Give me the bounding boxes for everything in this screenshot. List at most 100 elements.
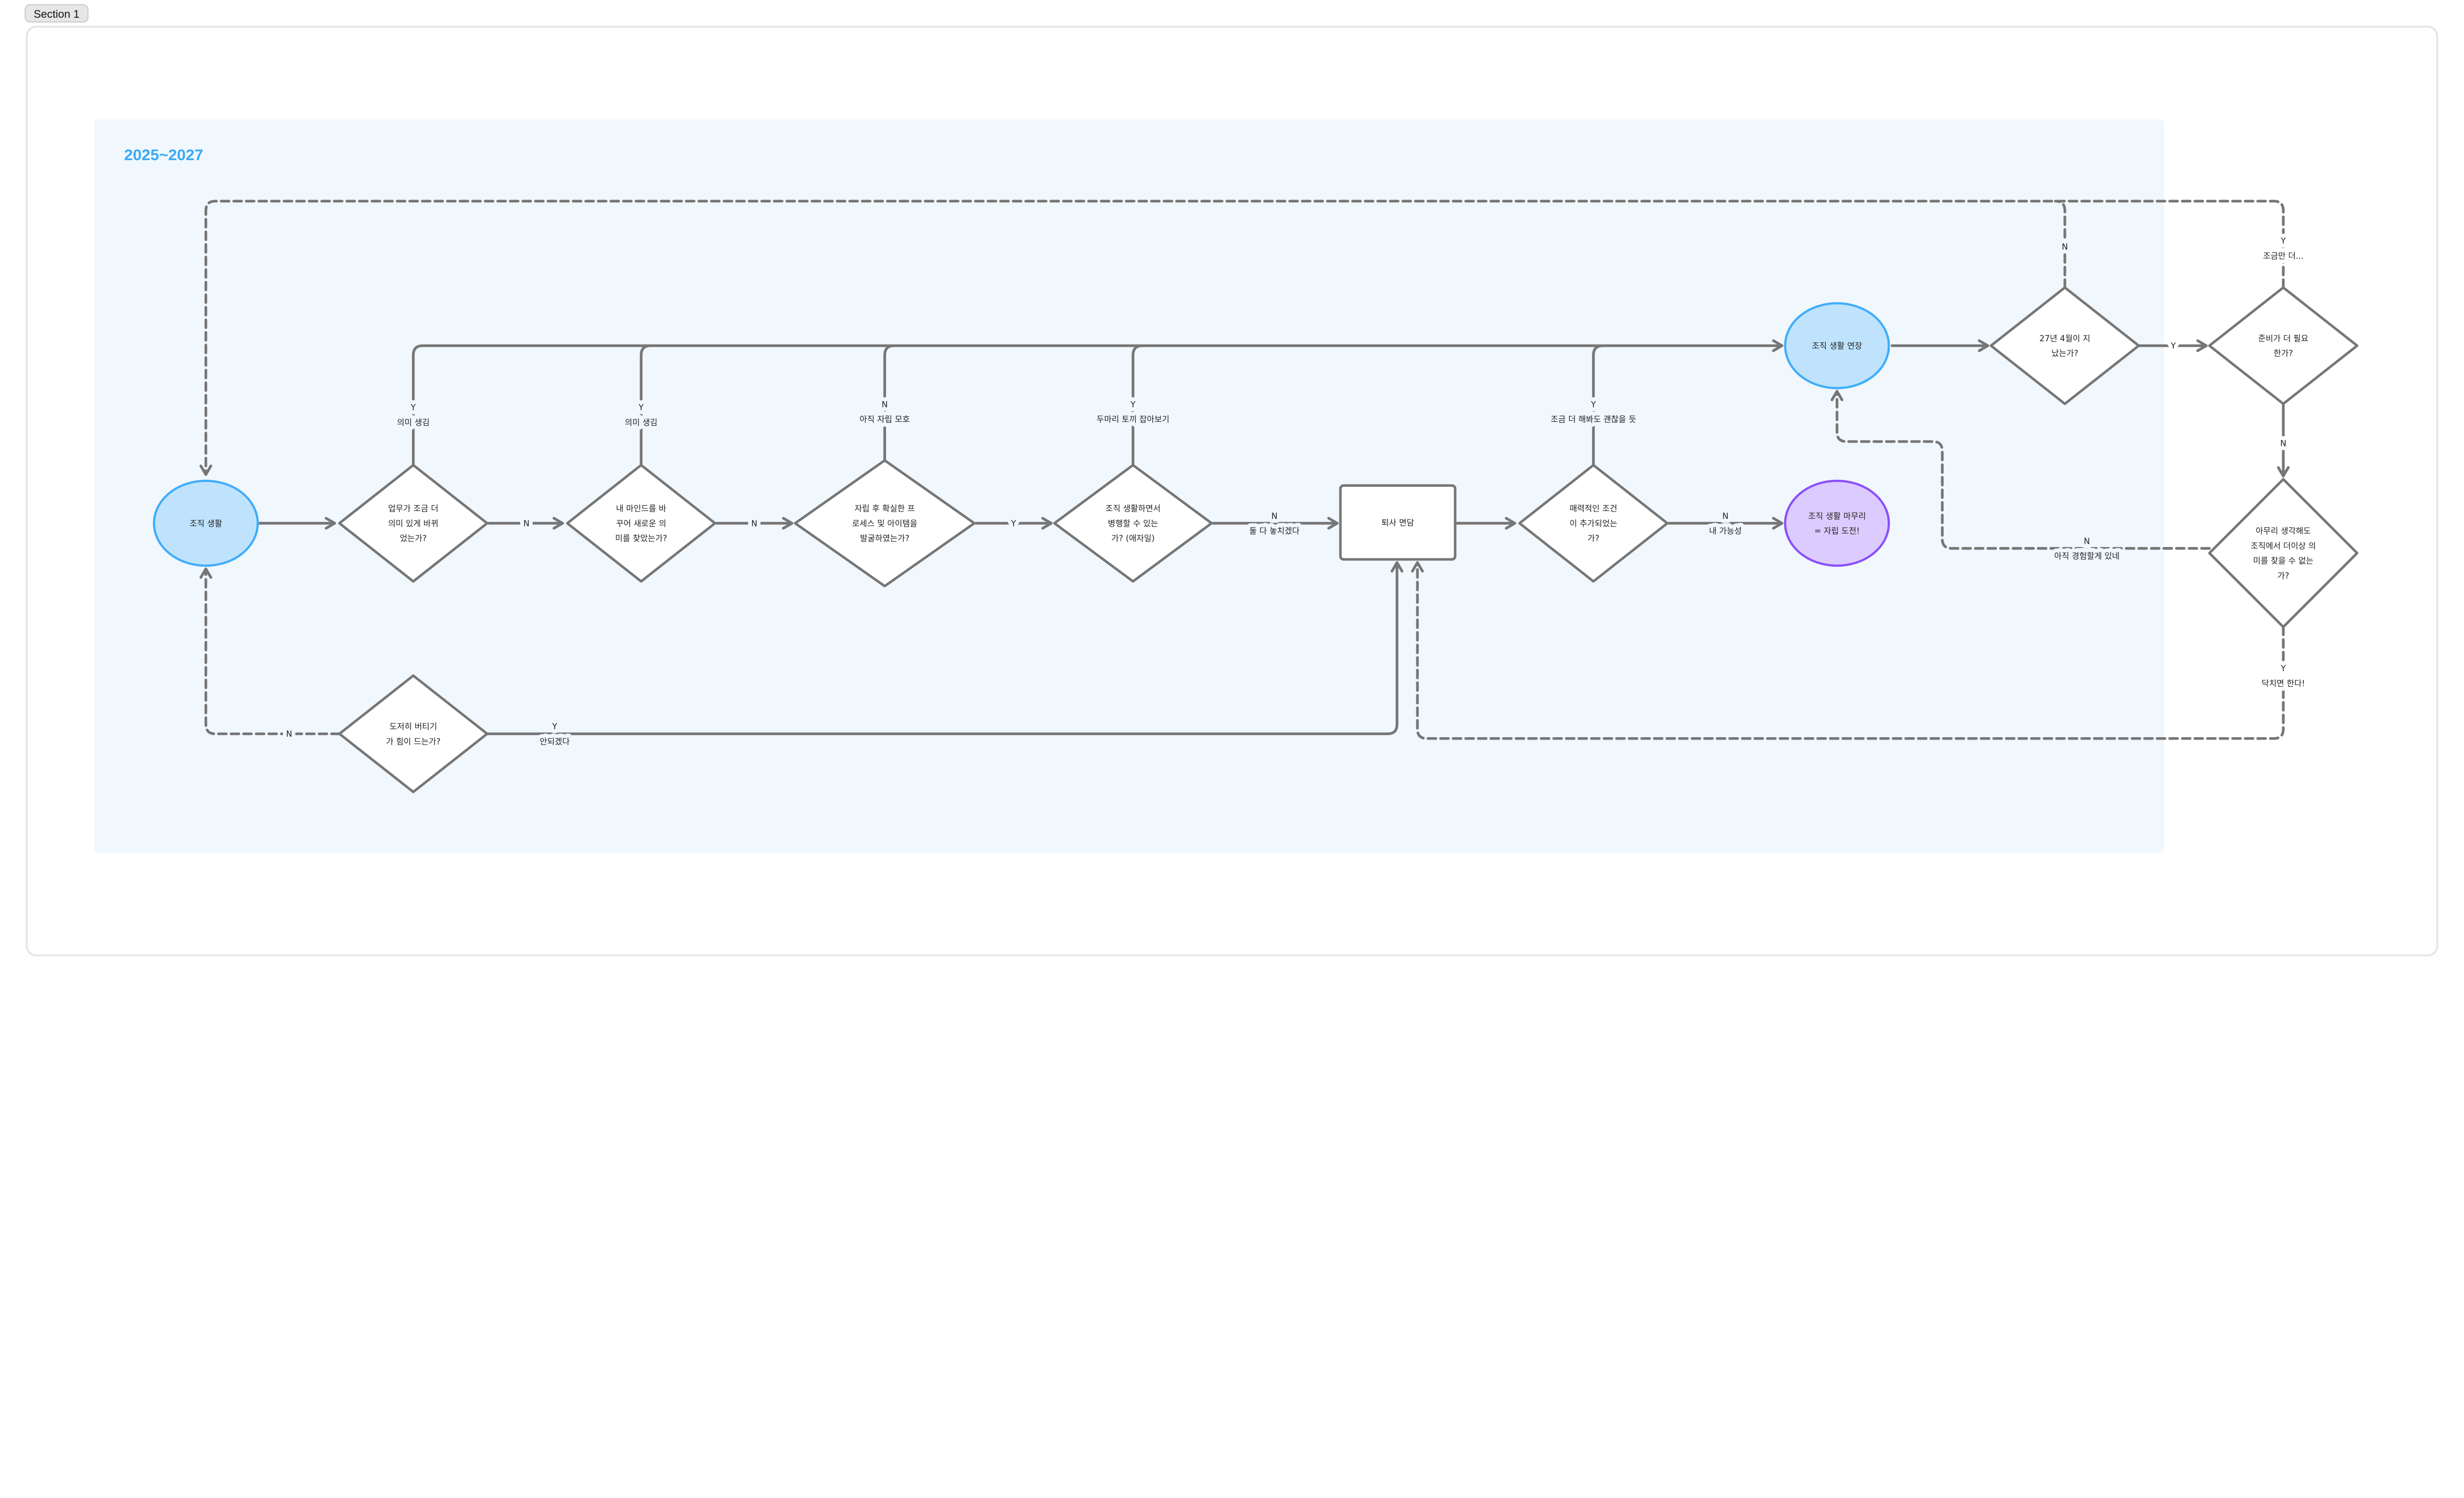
edge-label-d7-d8: N: [2280, 439, 2286, 448]
terminal-shape: [1784, 479, 1890, 567]
node-label-line: 미를 찾았는가?: [615, 534, 667, 543]
node-label-line: 었는가?: [400, 534, 427, 543]
node-label-line: 아무리 생각해도: [2256, 526, 2311, 536]
edge-label-line: Y: [1011, 519, 1017, 528]
arrowhead-icon: [2277, 466, 2290, 477]
node-label-line: 발굴하였는가?: [860, 534, 909, 543]
node-label: 조직 생활 마무리= 자립 도전!: [1808, 511, 1866, 536]
section-tag-label: Section 1: [34, 8, 79, 20]
node-label: 조직 생활 연장: [1812, 341, 1862, 351]
decision-shape: [2208, 286, 2359, 406]
edge-label-d6-start: N: [2062, 242, 2068, 252]
edge-label-d3-d4: Y: [1011, 519, 1017, 528]
edge-label-d6-d7: Y: [2170, 341, 2176, 351]
node-label-line: 꾸어 새로운 의: [616, 519, 666, 528]
edge-d9-start: [205, 569, 341, 735]
node-label-line: 한가?: [2274, 349, 2293, 358]
node-resign[interactable]: 퇴사 면담: [1339, 484, 1457, 561]
edge-to-extend: [1131, 344, 1144, 467]
edge-d1-extend: [411, 344, 1783, 467]
node-label-line: 내 마인드를 바: [616, 504, 666, 513]
edge-to-extend: [640, 344, 652, 467]
decision-shape: [2208, 478, 2359, 628]
arrowhead-icon: [199, 464, 212, 476]
node-label-line: 가?: [1587, 534, 1599, 543]
arrowhead-icon: [1411, 561, 1424, 573]
terminal-shape: [153, 479, 259, 567]
node-start[interactable]: 조직 생활: [153, 479, 259, 567]
node-label-line: 로세스 및 아이템을: [852, 519, 918, 528]
node-label-line: 자립 후 확실한 프: [855, 504, 915, 513]
edge-d8-resign: [1416, 563, 2285, 740]
edge-label-line: 내 가능성: [1709, 526, 1742, 536]
node-label-line: 27년 4월이 지: [2039, 334, 2090, 343]
edge-to-extend: [1592, 344, 1605, 467]
edge-d7-start: [205, 200, 2285, 476]
edge-label-line: Y: [411, 403, 416, 412]
section-tag[interactable]: Section 1: [25, 4, 89, 23]
edge-label-line: 아직 경험할게 있네: [2054, 551, 2120, 561]
node-label-line: 병행할 수 있는: [1108, 519, 1158, 528]
arrowhead-icon: [552, 516, 564, 530]
node-label-line: 조직 생활 연장: [1812, 341, 1862, 351]
edge-d9-resign: [485, 563, 1399, 735]
edge-label-d1-d2: N: [523, 519, 529, 528]
node-label-line: 미를 찾을 수 없는: [2253, 556, 2314, 566]
edge-label-line: N: [286, 729, 292, 739]
node-label-line: 매력적인 조건: [1570, 504, 1617, 513]
node-label-line: 조직에서 더이상 의: [2251, 541, 2316, 550]
node-label-line: 조직 생활 마무리: [1808, 511, 1866, 521]
node-finish[interactable]: 조직 생활 마무리= 자립 도전!: [1784, 479, 1890, 567]
edge-label-line: Y: [1590, 400, 1596, 409]
node-label-line: 준비가 더 필요: [2258, 334, 2308, 343]
edge-label-line: 조금만 더...: [2263, 251, 2303, 261]
edge-label-line: N: [1271, 511, 1277, 521]
edge-label-line: Y: [552, 722, 558, 731]
edge-label-line: 의미 생김: [625, 418, 657, 427]
decision-shape: [338, 674, 489, 793]
edge-label-line: Y: [2280, 664, 2286, 673]
node-label-line: 났는가?: [2052, 349, 2079, 358]
edge-label-line: 닥치면 한다!: [2261, 679, 2305, 688]
arrowhead-icon: [1978, 339, 1989, 352]
arrowhead-icon: [1390, 561, 1403, 573]
edge-label-d2-d3: N: [751, 519, 757, 528]
edge-label-d9-start: N: [286, 729, 292, 739]
edge-d8-extend: [1835, 391, 2211, 550]
node-label-line: 이 추가되었는: [1570, 519, 1617, 528]
arrowhead-icon: [199, 567, 212, 579]
node-label-line: 업무가 조금 더: [388, 504, 439, 513]
node-label-line: 퇴사 면담: [1381, 518, 1414, 527]
node-label: 조직 생활: [190, 519, 222, 528]
node-label-line: 의미 있게 바뀌: [388, 519, 439, 528]
arrowhead-icon: [1772, 516, 1783, 530]
node-label-line: 가? (애자일): [1111, 534, 1155, 543]
arrowhead-icon: [1830, 390, 1844, 402]
node-label-line: 도저히 버티기: [389, 722, 437, 731]
terminal-shape: [1784, 302, 1890, 389]
process-shape: [1339, 484, 1457, 561]
edge-label-line: N: [2084, 537, 2089, 546]
node-label-line: 조직 생활: [190, 519, 222, 528]
edge-label-line: 조금 더 해봐도 괜찮을 듯: [1551, 415, 1637, 424]
edge-label-line: 두마리 토끼 잡아보기: [1096, 415, 1169, 424]
node-extend[interactable]: 조직 생활 연장: [1784, 302, 1890, 389]
edge-label-line: 의미 생김: [397, 418, 430, 427]
